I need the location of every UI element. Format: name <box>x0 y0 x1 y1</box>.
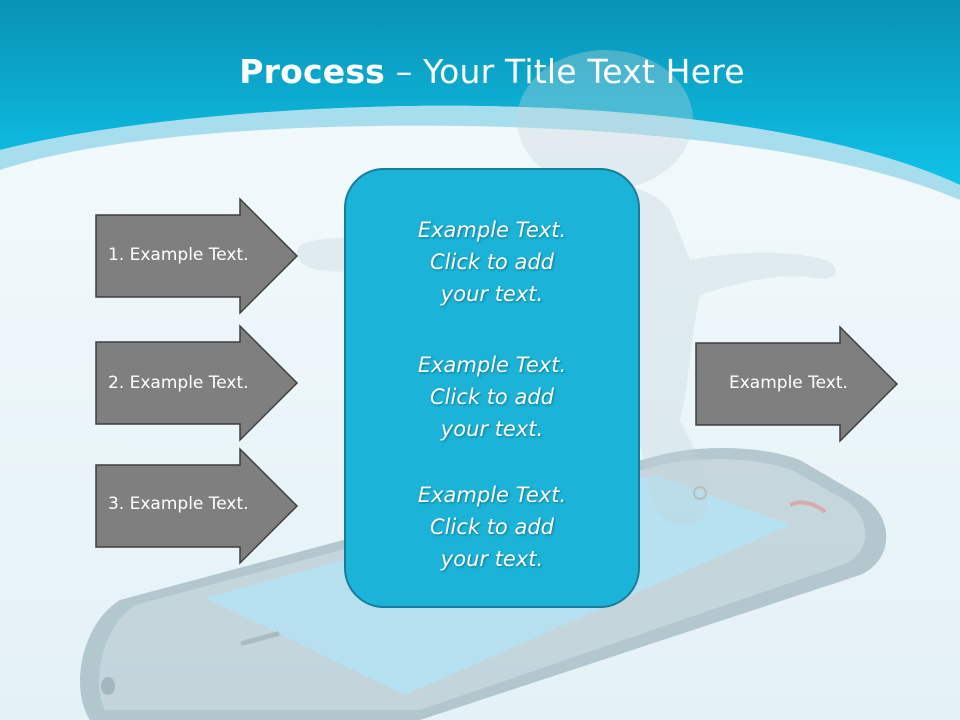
center-text-block-3: Example Text. Click to add your text. <box>346 479 638 575</box>
center-text-line: your text. <box>440 547 544 571</box>
arrow-output-label: Example Text. <box>729 373 848 393</box>
center-text-line: Example Text. <box>417 218 567 242</box>
arrow-2-label: 2. Example Text. <box>108 373 249 393</box>
arrow-3-label: 3. Example Text. <box>108 494 249 514</box>
arrow-output[interactable] <box>694 325 900 445</box>
arrow-1[interactable] <box>94 197 300 315</box>
center-text-line: your text. <box>440 417 544 441</box>
center-text-line: Click to add <box>429 250 554 274</box>
center-text-line: your text. <box>440 282 544 306</box>
center-text-line: Example Text. <box>417 353 567 377</box>
center-text-line: Click to add <box>429 515 554 539</box>
center-text-block-1: Example Text. Click to add your text. <box>346 214 638 310</box>
arrow-1-label: 1. Example Text. <box>108 245 249 265</box>
center-text-line: Example Text. <box>417 483 567 507</box>
title-rest: – Your Title Text Here <box>385 52 745 91</box>
slide-title: Process – Your Title Text Here <box>0 52 960 91</box>
arrow-2[interactable] <box>94 324 300 442</box>
center-text-block-2: Example Text. Click to add your text. <box>346 349 638 445</box>
title-bold: Process <box>239 52 386 91</box>
center-content-box[interactable]: Example Text. Click to add your text. Ex… <box>344 168 640 608</box>
arrow-3[interactable] <box>94 447 300 565</box>
center-text-line: Click to add <box>429 385 554 409</box>
